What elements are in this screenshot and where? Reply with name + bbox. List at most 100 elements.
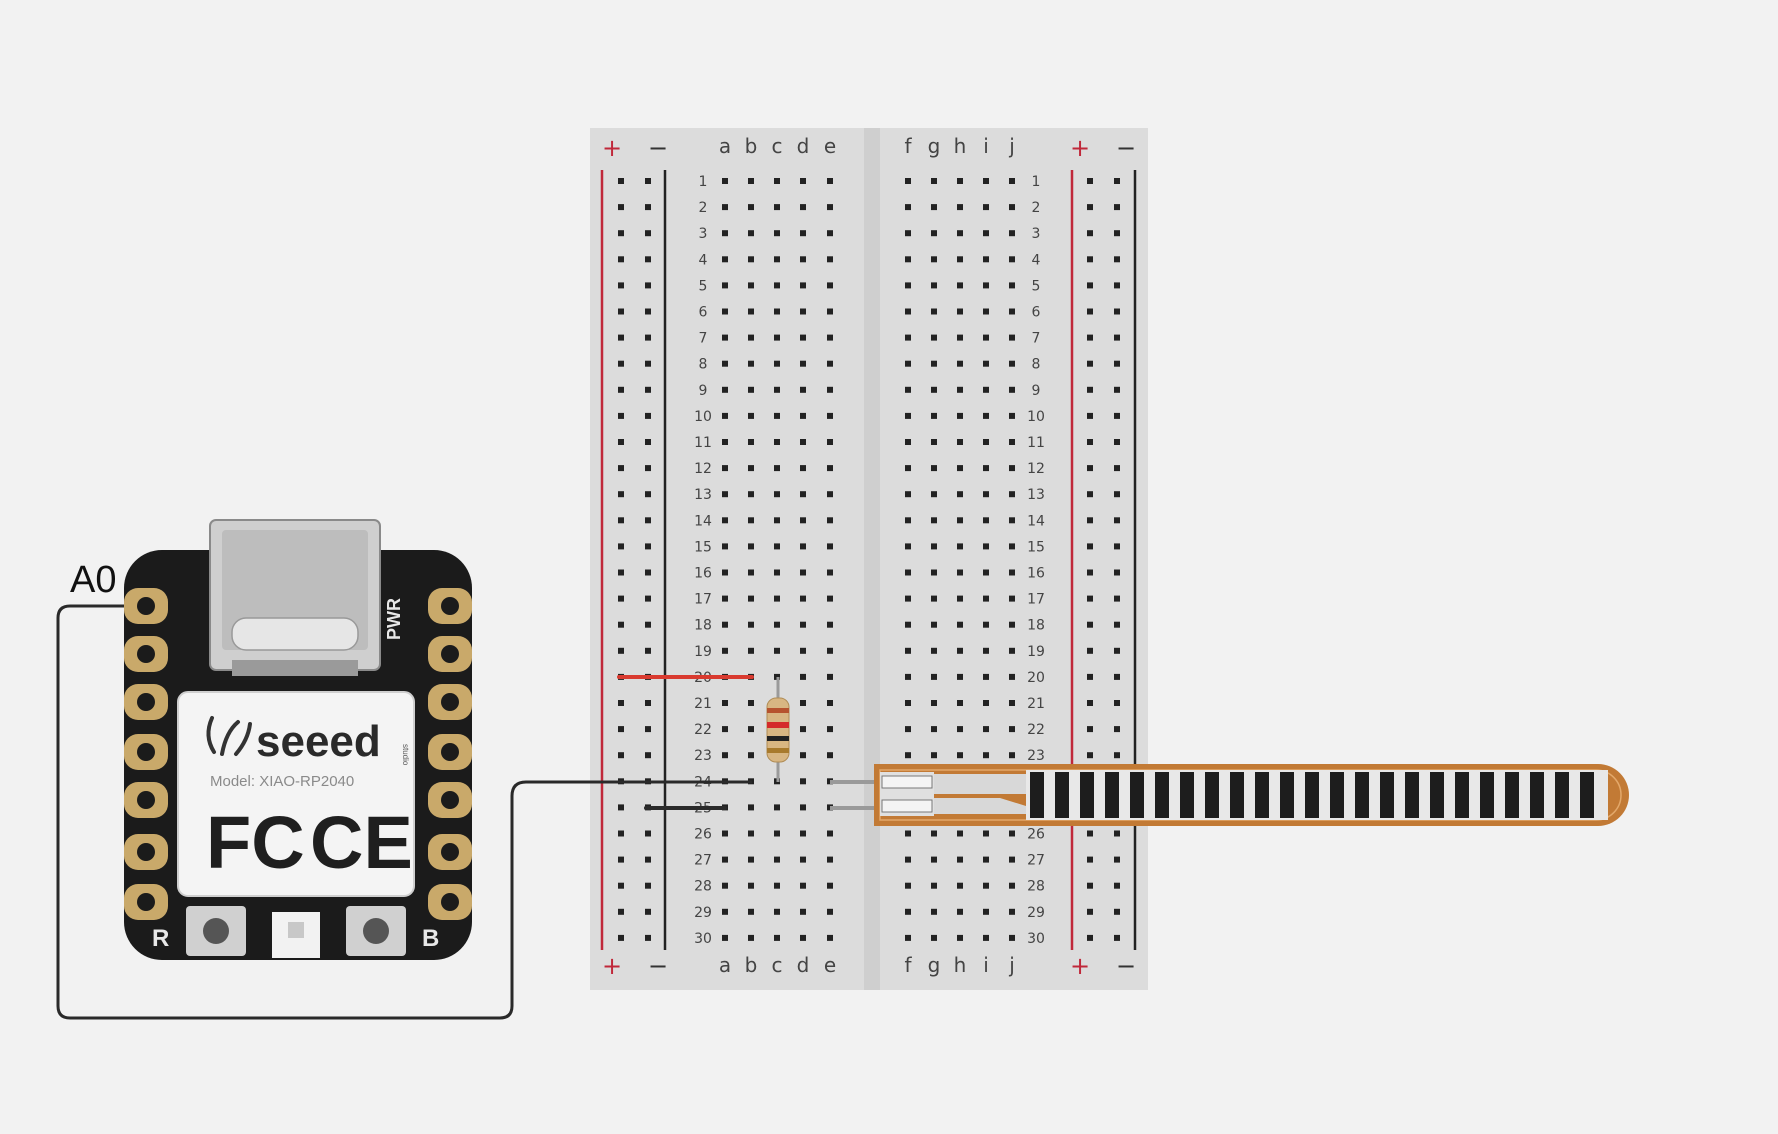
flex-stripe [1155,772,1169,818]
rail-hole [645,465,651,472]
terminal-hole [905,856,911,863]
rail-hole [1114,256,1120,263]
column-label-j-top: j [1008,134,1015,158]
pin-hole [441,597,459,615]
rail-hole [1114,491,1120,498]
column-label-i-top: i [983,134,989,158]
boot-button-cap[interactable] [363,918,389,944]
row-label-right-16: 16 [1027,566,1045,582]
flex-stripe [1430,772,1444,818]
resistor-band-2 [767,722,789,728]
pin-hole [441,743,459,761]
rail-hole [1087,204,1093,211]
terminal-hole [957,386,963,393]
terminal-hole [931,412,937,419]
terminal-hole [800,908,806,915]
top-right-minus-label: − [1116,134,1136,162]
rail-hole [618,178,624,184]
row-label-left-12: 12 [694,461,712,477]
column-label-c-bottom: c [772,953,783,977]
seeed-logo-small: studio [401,744,410,766]
terminal-hole [748,830,754,837]
row-label-right-14: 14 [1027,513,1045,529]
model-text: Model: XIAO-RP2040 [210,773,354,790]
terminal-hole [983,334,989,341]
column-label-h-top: h [954,134,967,158]
terminal-hole [983,282,989,289]
terminal-hole [957,934,963,941]
terminal-hole [905,412,911,419]
terminal-hole [931,882,937,889]
row-label-left-22: 22 [694,722,712,738]
terminal-hole [722,647,728,654]
row-label-left-8: 8 [699,357,708,373]
terminal-hole [931,360,937,367]
terminal-hole [905,230,911,237]
rail-hole [1114,230,1120,237]
rail-hole [1087,700,1093,706]
terminal-hole [722,543,728,550]
rail-hole [1087,621,1093,628]
terminal-hole [748,230,754,237]
rail-hole [1087,360,1093,367]
rail-hole [1087,856,1093,863]
terminal-hole [931,908,937,915]
terminal-hole [1009,882,1015,889]
terminal-hole [957,282,963,289]
rail-hole [1087,256,1093,263]
pin-hole [441,645,459,663]
terminal-hole [774,908,780,915]
reset-button-cap[interactable] [203,918,229,944]
terminal-hole [957,204,963,211]
pwr-label: PWR [384,598,404,640]
rail-hole [1114,334,1120,341]
rail-hole [618,856,624,863]
terminal-hole [748,621,754,628]
column-label-d-top: d [797,134,810,158]
terminal-hole [722,517,728,524]
terminal-hole [748,569,754,576]
terminal-hole [774,439,780,445]
rail-hole [618,830,624,837]
row-label-left-4: 4 [699,252,708,268]
terminal-hole [957,700,963,706]
terminal-hole [722,256,728,263]
terminal-hole [748,412,754,419]
terminal-hole [905,726,911,733]
rail-hole [618,308,624,315]
terminal-hole [905,673,911,680]
terminal-hole [800,386,806,393]
a0-pin-label: A0 [70,559,116,601]
row-label-left-28: 28 [694,879,712,895]
terminal-hole [905,908,911,915]
flex-stripe [1305,772,1319,818]
terminal-hole [774,282,780,289]
terminal-hole [957,856,963,863]
pin-hole [137,743,155,761]
terminal-hole [905,595,911,602]
terminal-hole [800,204,806,211]
rail-hole [1087,673,1093,680]
row-label-right-8: 8 [1032,357,1041,373]
column-label-f-bottom: f [904,953,912,977]
terminal-hole [774,334,780,341]
terminal-hole [1009,569,1015,576]
row-label-right-23: 23 [1027,748,1045,764]
terminal-hole [1009,700,1015,706]
terminal-hole [748,647,754,654]
terminal-hole [905,386,911,393]
terminal-hole [983,856,989,863]
terminal-hole [827,334,833,341]
terminal-hole [1009,517,1015,524]
resistor-band-3 [767,736,789,741]
terminal-hole [983,726,989,733]
terminal-hole [827,856,833,863]
terminal-hole [827,204,833,211]
terminal-hole [748,465,754,472]
terminal-hole [800,595,806,602]
terminal-hole [748,595,754,602]
top-left-minus-label: − [648,134,668,162]
flex-stripe [1255,772,1269,818]
terminal-hole [774,882,780,889]
rail-hole [1114,908,1120,915]
